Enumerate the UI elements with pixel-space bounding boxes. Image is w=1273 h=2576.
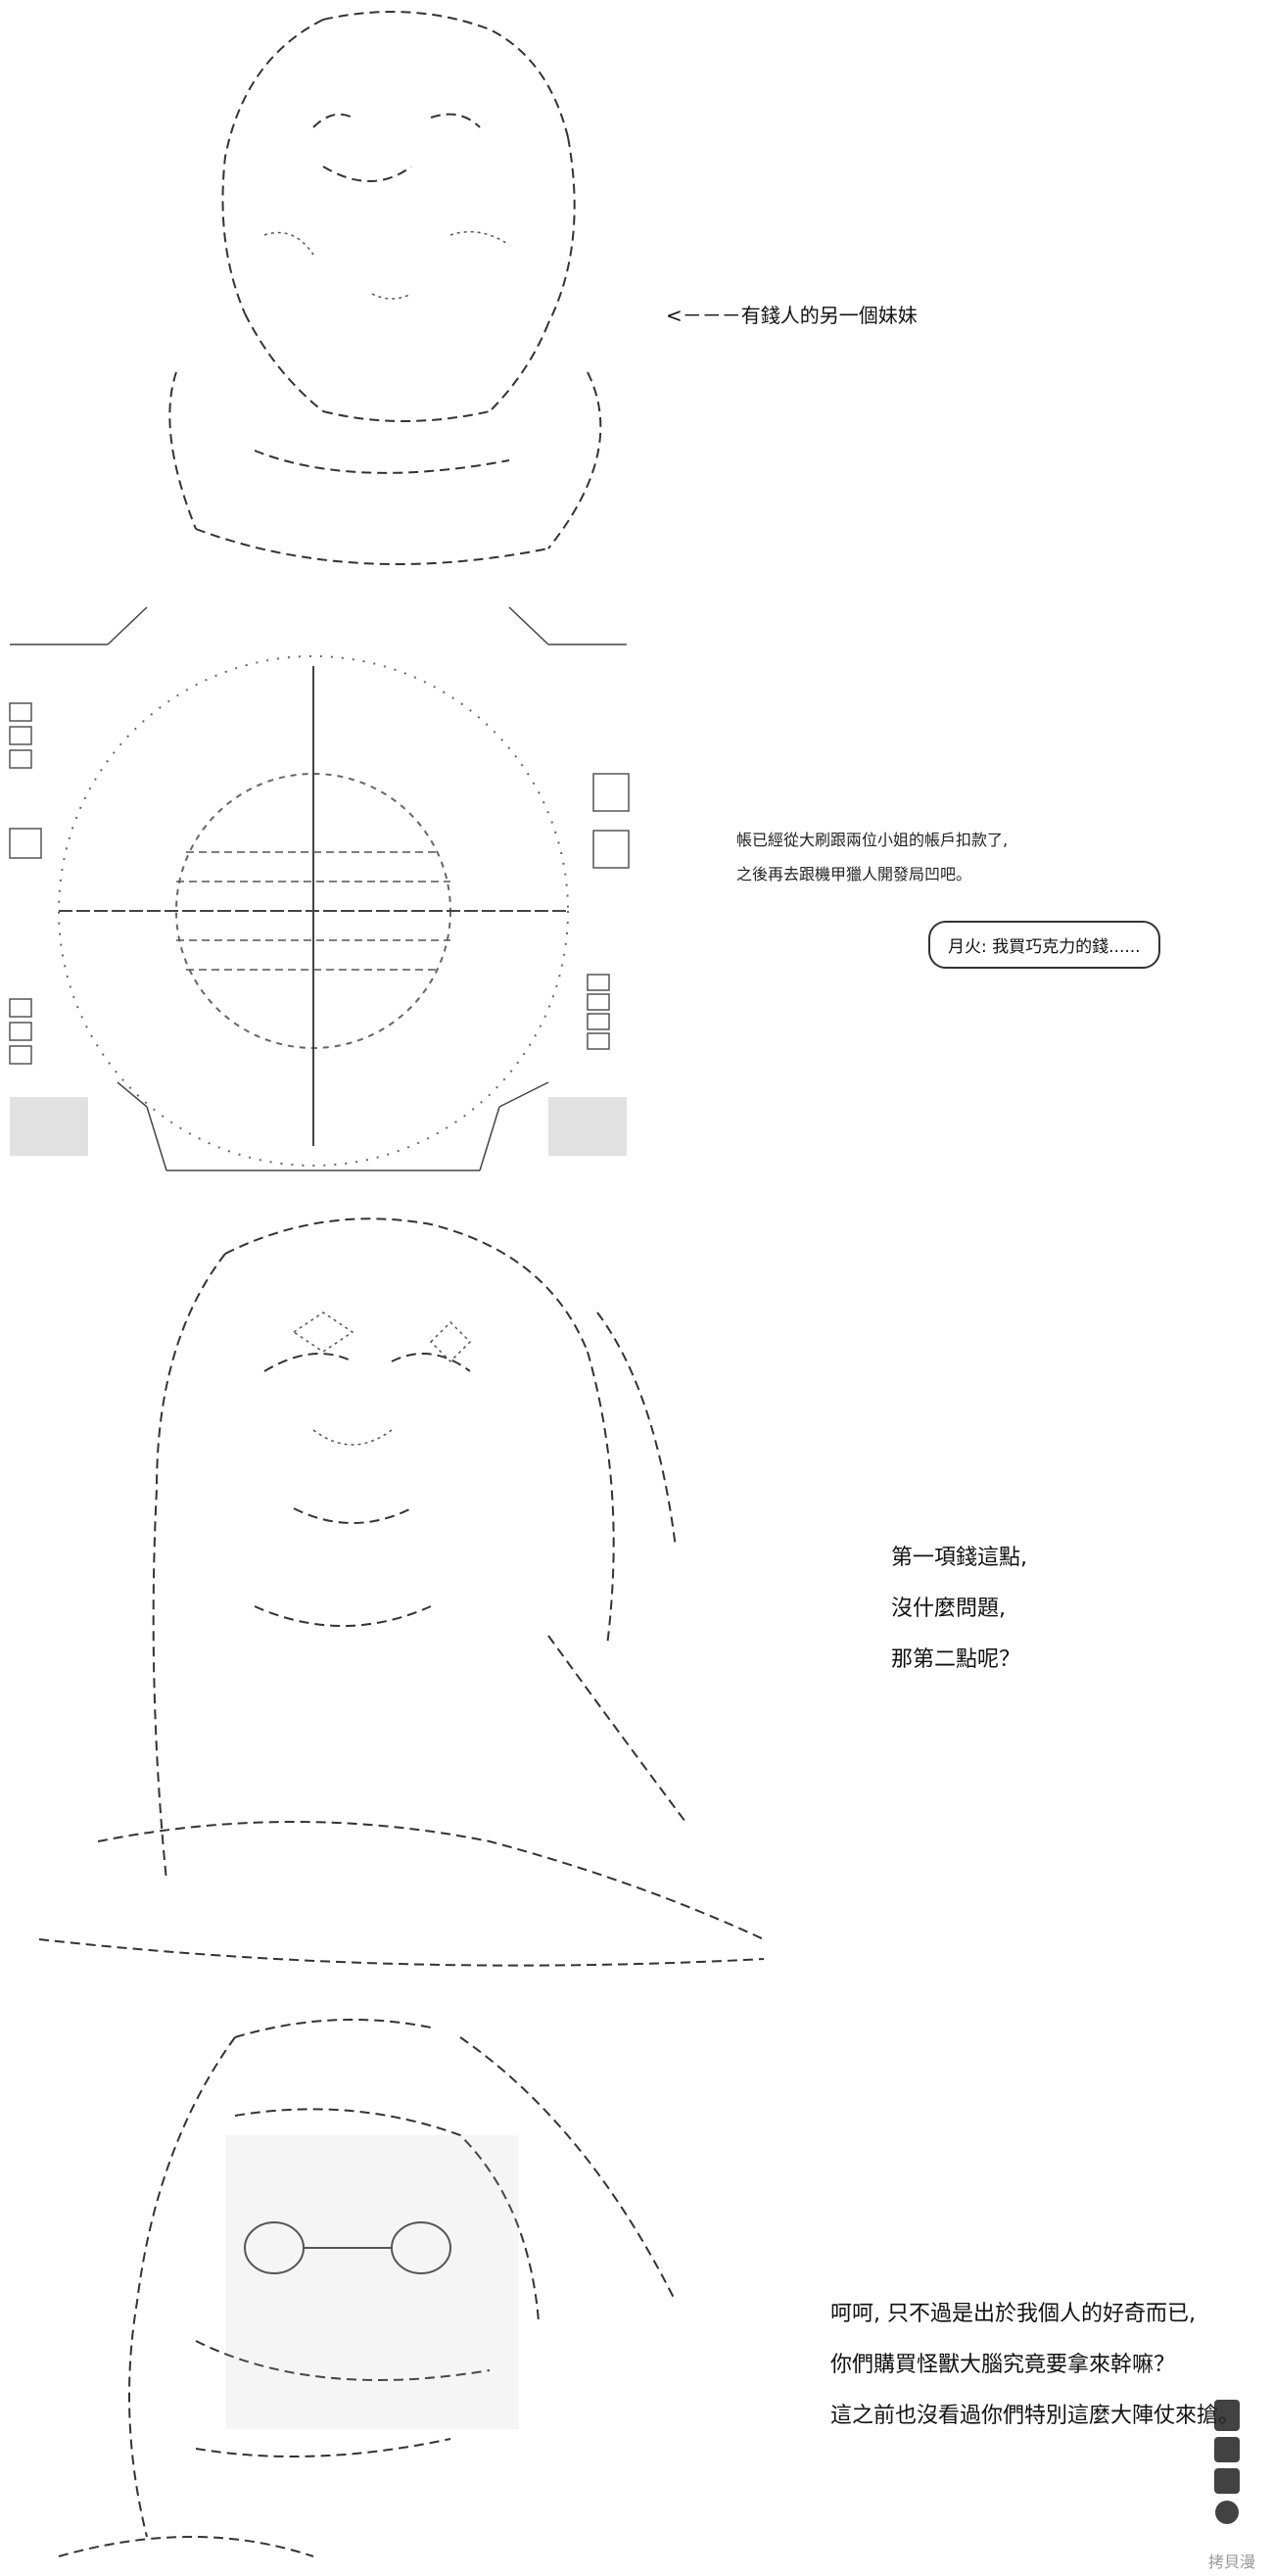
panel-4-dialogue-line-1: 呵呵, 只不過是出於我個人的好奇而已, (830, 2302, 1196, 2326)
panel-2-speech-bubble: 月火: 我買巧克力的錢...... (928, 921, 1160, 969)
panel-2-narration-line-1: 帳已經從大刷跟兩位小姐的帳戶扣款了, (736, 831, 1009, 849)
panel-3-dialogue-line-2: 沒什麼問題, (891, 1597, 1006, 1621)
watermark-text: 拷貝漫 (1207, 2552, 1255, 2571)
panel-4-dialogue-line-2: 你們購買怪獸大腦究竟要拿來幹嘛？ (830, 2353, 1176, 2377)
panel-2-scope-art (9, 606, 630, 1171)
panel-1-character-art (168, 11, 602, 565)
panel-3: 第一項錢這點, 沒什麼問題, 那第二點呢？ (0, 1195, 1273, 2008)
panel-3-dialogue-line-3: 那第二點呢？ (891, 1647, 1021, 1672)
panel-3-dialogue-line-1: 第一項錢這點, (891, 1546, 1027, 1570)
panel-4-dialogue-line-3: 這之前也沒看過你們特別這麼大陣仗來搶。 (830, 2404, 1241, 2428)
panel-4-character-art (58, 2019, 677, 2557)
panel-4: 呵呵, 只不過是出於我個人的好奇而已, 你們購買怪獸大腦究竟要拿來幹嘛？ 這之前… (0, 2008, 1273, 2576)
panel-2-narration-line-2: 之後再去跟機甲獵人開發局凹吧。 (736, 865, 972, 883)
panel-1: <－－－有錢人的另一個妹妹 (0, 0, 1273, 588)
watermark-logo-icon (1214, 2400, 1240, 2524)
panel-2: 帳已經從大刷跟兩位小姐的帳戶扣款了, 之後再去跟機甲獵人開發局凹吧。 月火: 我… (0, 588, 1273, 1195)
panel-1-annotation: <－－－有錢人的另一個妹妹 (666, 304, 918, 327)
panel-3-character-art (38, 1217, 765, 1967)
